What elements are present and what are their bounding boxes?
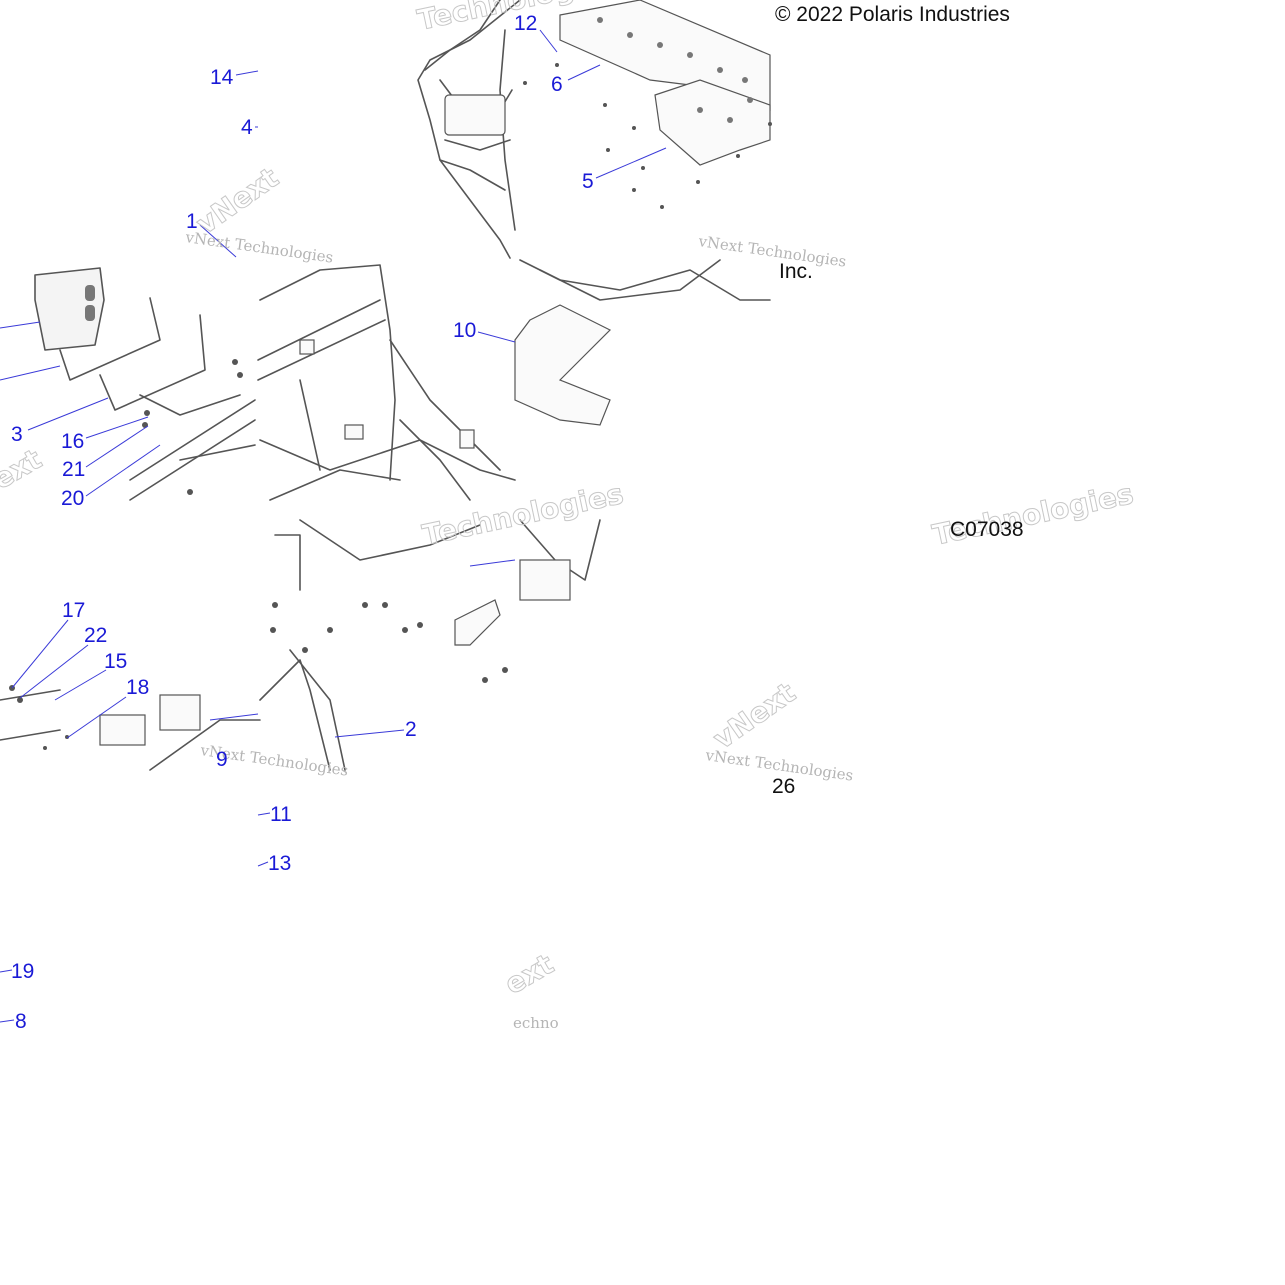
callout-2: 2 — [405, 718, 417, 741]
callout-6: 6 — [551, 73, 563, 96]
callout-15: 15 — [104, 650, 127, 673]
callout-numbers: 12 14 4 6 5 1 10 3 16 21 20 17 22 15 18 … — [11, 12, 795, 1033]
watermark-fragment: vNext — [707, 676, 801, 756]
tile-rear-frame-lower — [0, 519, 508, 771]
watermarks: vNext Technologies vNext Technologies vN… — [0, 0, 1137, 1032]
callout-14: 14 — [210, 66, 234, 89]
callout-16: 16 — [61, 430, 84, 453]
callout-12: 12 — [514, 12, 537, 35]
callout-11: 11 — [270, 803, 292, 826]
callout-20: 20 — [61, 487, 84, 510]
watermark-fragment: vNext — [190, 161, 284, 241]
tile-main-chassis — [257, 264, 516, 501]
callout-9: 9 — [216, 748, 228, 771]
tile-seat-supports — [34, 267, 256, 501]
callout-21: 21 — [62, 458, 85, 481]
callout-3: 3 — [11, 423, 23, 446]
figure-code: C07038 — [950, 518, 1024, 541]
callout-5: 5 — [582, 170, 594, 193]
callout-13: 13 — [268, 852, 291, 875]
callout-4: 4 — [241, 116, 253, 139]
watermark-fragment: echno — [513, 1014, 559, 1032]
tile-rear-frame-right — [514, 259, 771, 601]
copyright-notice: © 2022 Polaris Industries — [775, 3, 1010, 26]
callout-8: 8 — [15, 1010, 27, 1033]
callout-18: 18 — [126, 676, 149, 699]
callout-19: 19 — [11, 960, 34, 983]
watermark-fragment: ext — [499, 947, 559, 1001]
callout-26: 26 — [772, 775, 795, 798]
callout-22: 22 — [84, 624, 107, 647]
callout-17: 17 — [62, 599, 85, 622]
watermark-fragment: ext — [0, 442, 47, 496]
callout-10: 10 — [453, 319, 476, 342]
leader-lines — [0, 29, 667, 1023]
watermark-brand: vNext Technologies — [696, 232, 847, 271]
tile-front-cage-and-floor — [417, 0, 772, 259]
copyright-tail: Inc. — [779, 260, 813, 283]
callout-1: 1 — [186, 210, 198, 233]
